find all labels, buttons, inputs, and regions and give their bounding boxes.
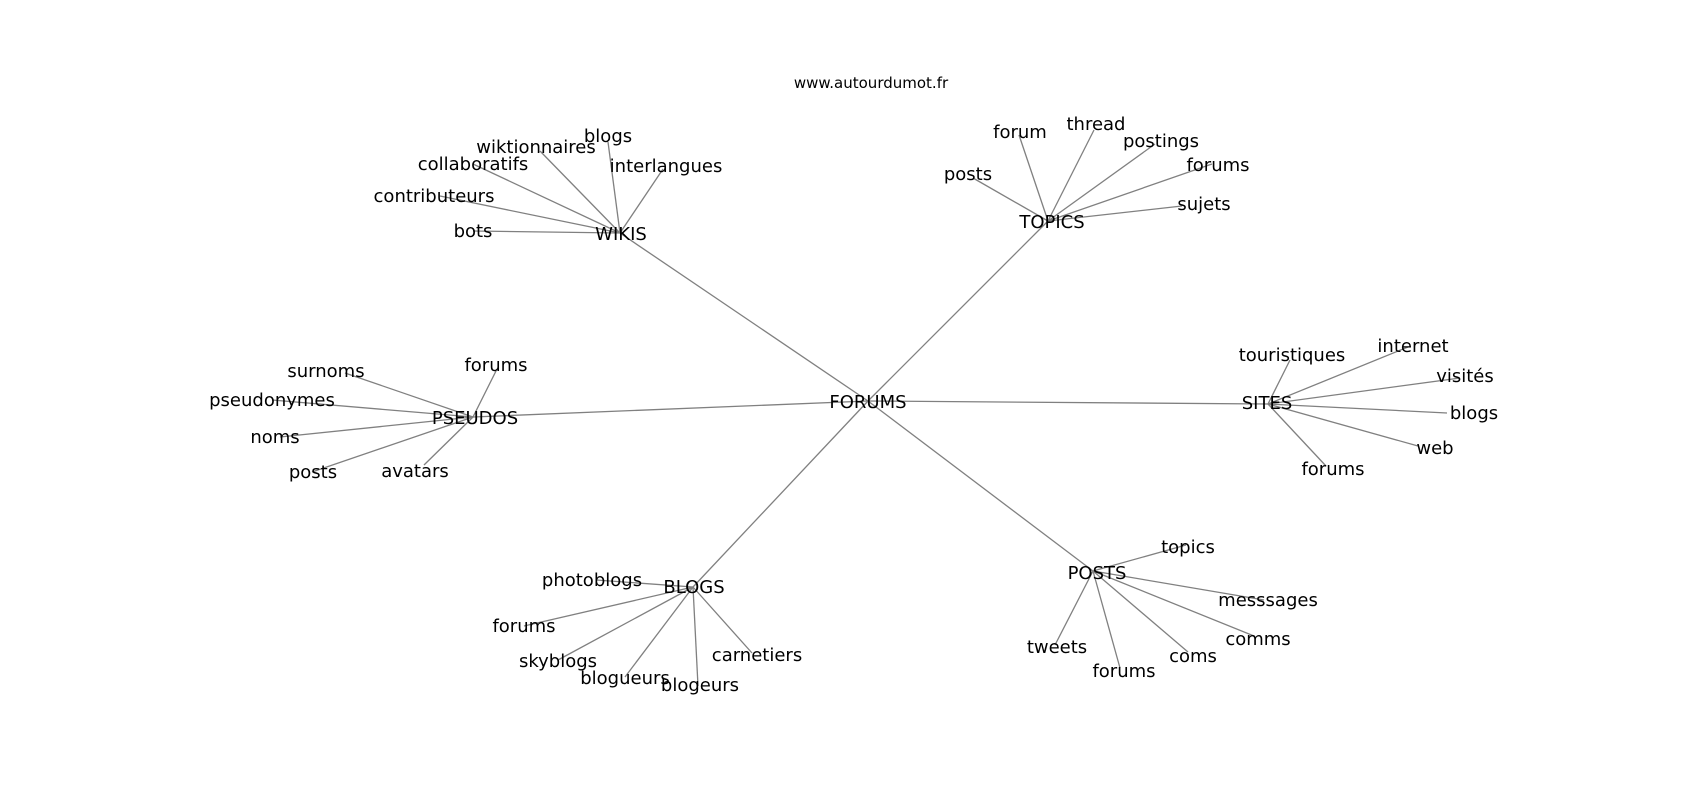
pseudos-edges [271,368,498,473]
edge-center-wikis [619,232,869,402]
leaf-label: messsages [1218,590,1318,611]
edge-posts-coms [1092,570,1189,653]
hub-label-blogs: BLOGS [663,577,724,598]
leaf-label: blogeurs [661,675,739,696]
edge-posts-messsages [1092,570,1265,601]
edge-blogs-skyblogs [557,586,694,661]
leaf-label: blogs [1450,403,1498,424]
leaf-label: tweets [1027,637,1087,658]
leaf-label: touristiques [1239,345,1346,366]
edge-center-sites [867,400,1269,405]
leaf-label: blogs [584,126,632,147]
edge-posts-forums [1092,570,1121,669]
edge-pseudos-pseudonymes [271,399,474,418]
edge-wikis-contributeurs [439,195,621,234]
edge-topics-forum [1018,134,1049,222]
edge-topics-posts [972,177,1049,222]
edge-topics-forums [1047,163,1213,222]
edge-pseudos-avatars [423,416,474,466]
leaf-label: topics [1161,537,1215,558]
topics-edges [972,129,1213,222]
edge-wikis-bots [472,230,621,234]
edge-sites-web [1267,403,1419,447]
leaf-label: forums [464,355,527,376]
hub-edges [472,220,1269,588]
edge-topics-postings [1047,143,1156,222]
edge-pseudos-forums [472,368,498,418]
leaf-label: blogueurs [580,668,670,689]
leaf-label: forums [1092,661,1155,682]
leaf-label: forums [1301,459,1364,480]
edge-blogs-carnetiers [692,586,753,654]
edge-wikis-wiktionnaires [539,150,621,234]
hub-label-posts: POSTS [1068,563,1127,584]
leaf-label: pseudonymes [209,390,335,411]
hub-label-wikis: WIKIS [595,224,647,245]
leaf-label: posts [289,462,337,483]
leaf-label: avatars [381,461,449,482]
edge-pseudos-posts [311,416,474,473]
leaf-label: noms [250,427,299,448]
hub-label-topics: TOPICS [1018,212,1084,233]
edge-posts-comms [1092,570,1255,637]
edge-blogs-blogeurs [692,586,699,687]
leaf-label: surnoms [287,361,364,382]
hub-label-pseudos: PSEUDOS [432,408,518,429]
leaf-label: coms [1169,646,1217,667]
wikis-edges [439,141,664,234]
leaf-label: comms [1225,629,1290,650]
edge-posts-topics [1092,544,1187,572]
edge-sites-visites [1267,377,1461,405]
leaf-label: wiktionnaires [476,137,596,158]
site-url: www.autourdumot.fr [794,74,949,92]
edge-center-posts [867,400,1094,572]
edge-sites-touristiques [1267,359,1291,405]
leaf-label: carnetiers [712,645,802,666]
leaf-label: forums [1186,155,1249,176]
leaf-label: thread [1066,114,1125,135]
leaf-label: internet [1377,336,1448,357]
leaf-label: skyblogs [519,651,597,672]
edge-pseudos-noms [279,416,474,438]
edge-posts-tweets [1054,570,1094,646]
posts-edges [1054,544,1265,669]
leaf-label: photoblogs [542,570,642,591]
leaf-label: interlangues [610,156,723,177]
blogs-edges [523,579,753,687]
leaf-label: postings [1123,131,1199,152]
edge-sites-forums [1267,403,1327,467]
leaf-label: sujets [1177,194,1230,215]
edge-center-topics [867,220,1049,402]
sites-edges [1267,346,1461,467]
edge-pseudos-surnoms [344,372,474,418]
center-label: FORUMS [829,392,906,413]
edge-blogs-forums [523,586,694,627]
leaf-label: bots [454,221,493,242]
leaf-label: visités [1436,366,1494,387]
leaf-label: collaboratifs [418,154,529,175]
edge-sites-internet [1267,346,1409,405]
edge-center-pseudos [472,400,869,418]
edge-topics-thread [1047,129,1095,222]
edge-wikis-blogs [607,141,621,234]
edge-wikis-interlangues [619,168,664,234]
edge-center-blogs [692,400,869,588]
edge-wikis-collaboratifs [472,163,621,234]
hub-label-sites: SITES [1242,393,1293,414]
leaf-label: forum [993,122,1047,143]
edge-blogs-blogueurs [624,586,694,678]
edge-sites-blogs [1267,403,1448,414]
leaf-label: web [1416,438,1453,459]
edge-topics-sujets [1047,205,1183,222]
leaf-label: contributeurs [374,186,495,207]
leaf-label: posts [944,164,992,185]
leaf-label: forums [492,616,555,637]
edge-blogs-photoblogs [595,579,694,588]
